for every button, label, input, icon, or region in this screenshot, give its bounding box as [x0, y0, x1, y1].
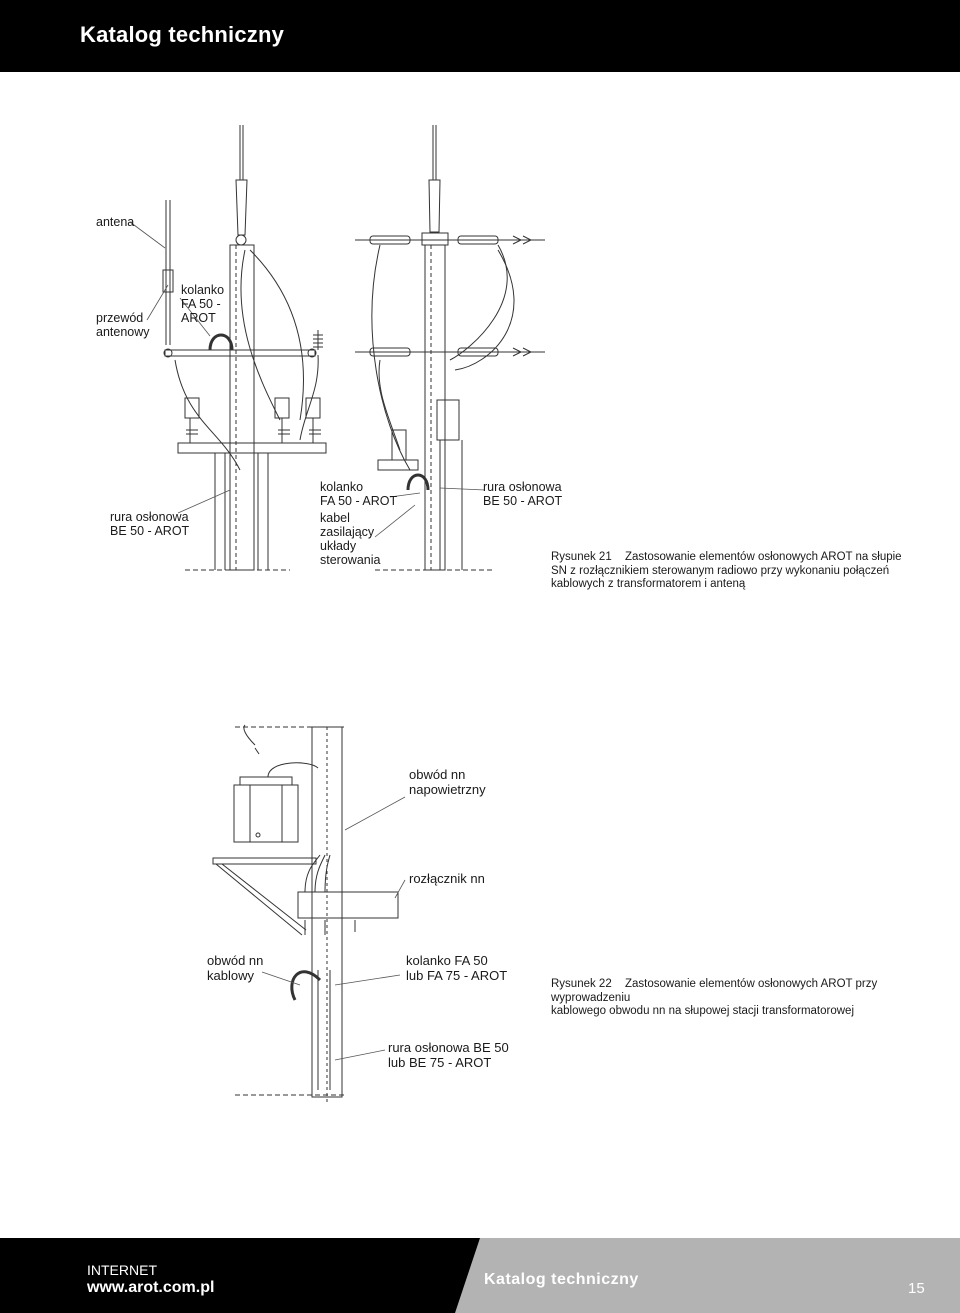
footer-url-link[interactable]: www.arot.com.pl	[87, 1279, 215, 1296]
footer-title: Katalog techniczny	[484, 1271, 639, 1288]
label-obwod-kablowy: obwód nn kablowy	[207, 953, 264, 983]
page-number: 15	[908, 1280, 925, 1297]
figure2-leaders	[261, 796, 406, 1061]
label-kabel-zasilajacy: kabel zasilający układy sterowania	[320, 511, 381, 567]
footer-band	[0, 1238, 960, 1313]
label-kolanko-top: kolanko FA 50 - AROT	[181, 283, 225, 325]
header-bar: Katalog techniczny	[0, 0, 960, 72]
label-rura-be50: rura osłonowa BE 50 lub BE 75 - AROT	[388, 1040, 509, 1070]
figure1-right-pole	[355, 125, 545, 571]
figure1-left-pole	[162, 125, 327, 571]
caption-number: Rysunek 22	[551, 978, 612, 990]
label-obwod-napowietrzny: obwód nn napowietrzny	[409, 767, 486, 797]
figure1-leaders	[129, 221, 486, 538]
label-rura-oslonowa-right: rura osłonowa BE 50 - AROT	[483, 480, 563, 508]
technical-drawing	[129, 125, 545, 1105]
label-kolanko-mid: kolanko FA 50 - AROT	[320, 480, 398, 508]
caption-number: Rysunek 21	[551, 551, 612, 563]
label-rura-oslonowa-left: rura osłonowa BE 50 - AROT	[110, 510, 190, 538]
figure2-pole	[212, 724, 399, 1105]
label-antena: antena	[96, 215, 135, 229]
label-kolanko-fa50: kolanko FA 50 lub FA 75 - AROT	[406, 953, 508, 983]
footer-internet-label: INTERNET	[87, 1262, 157, 1278]
page-title: Katalog techniczny	[80, 22, 285, 47]
label-przewod-antenowy: przewód antenowy	[96, 311, 150, 339]
label-rozlacznik: rozłącznik nn	[409, 871, 485, 886]
